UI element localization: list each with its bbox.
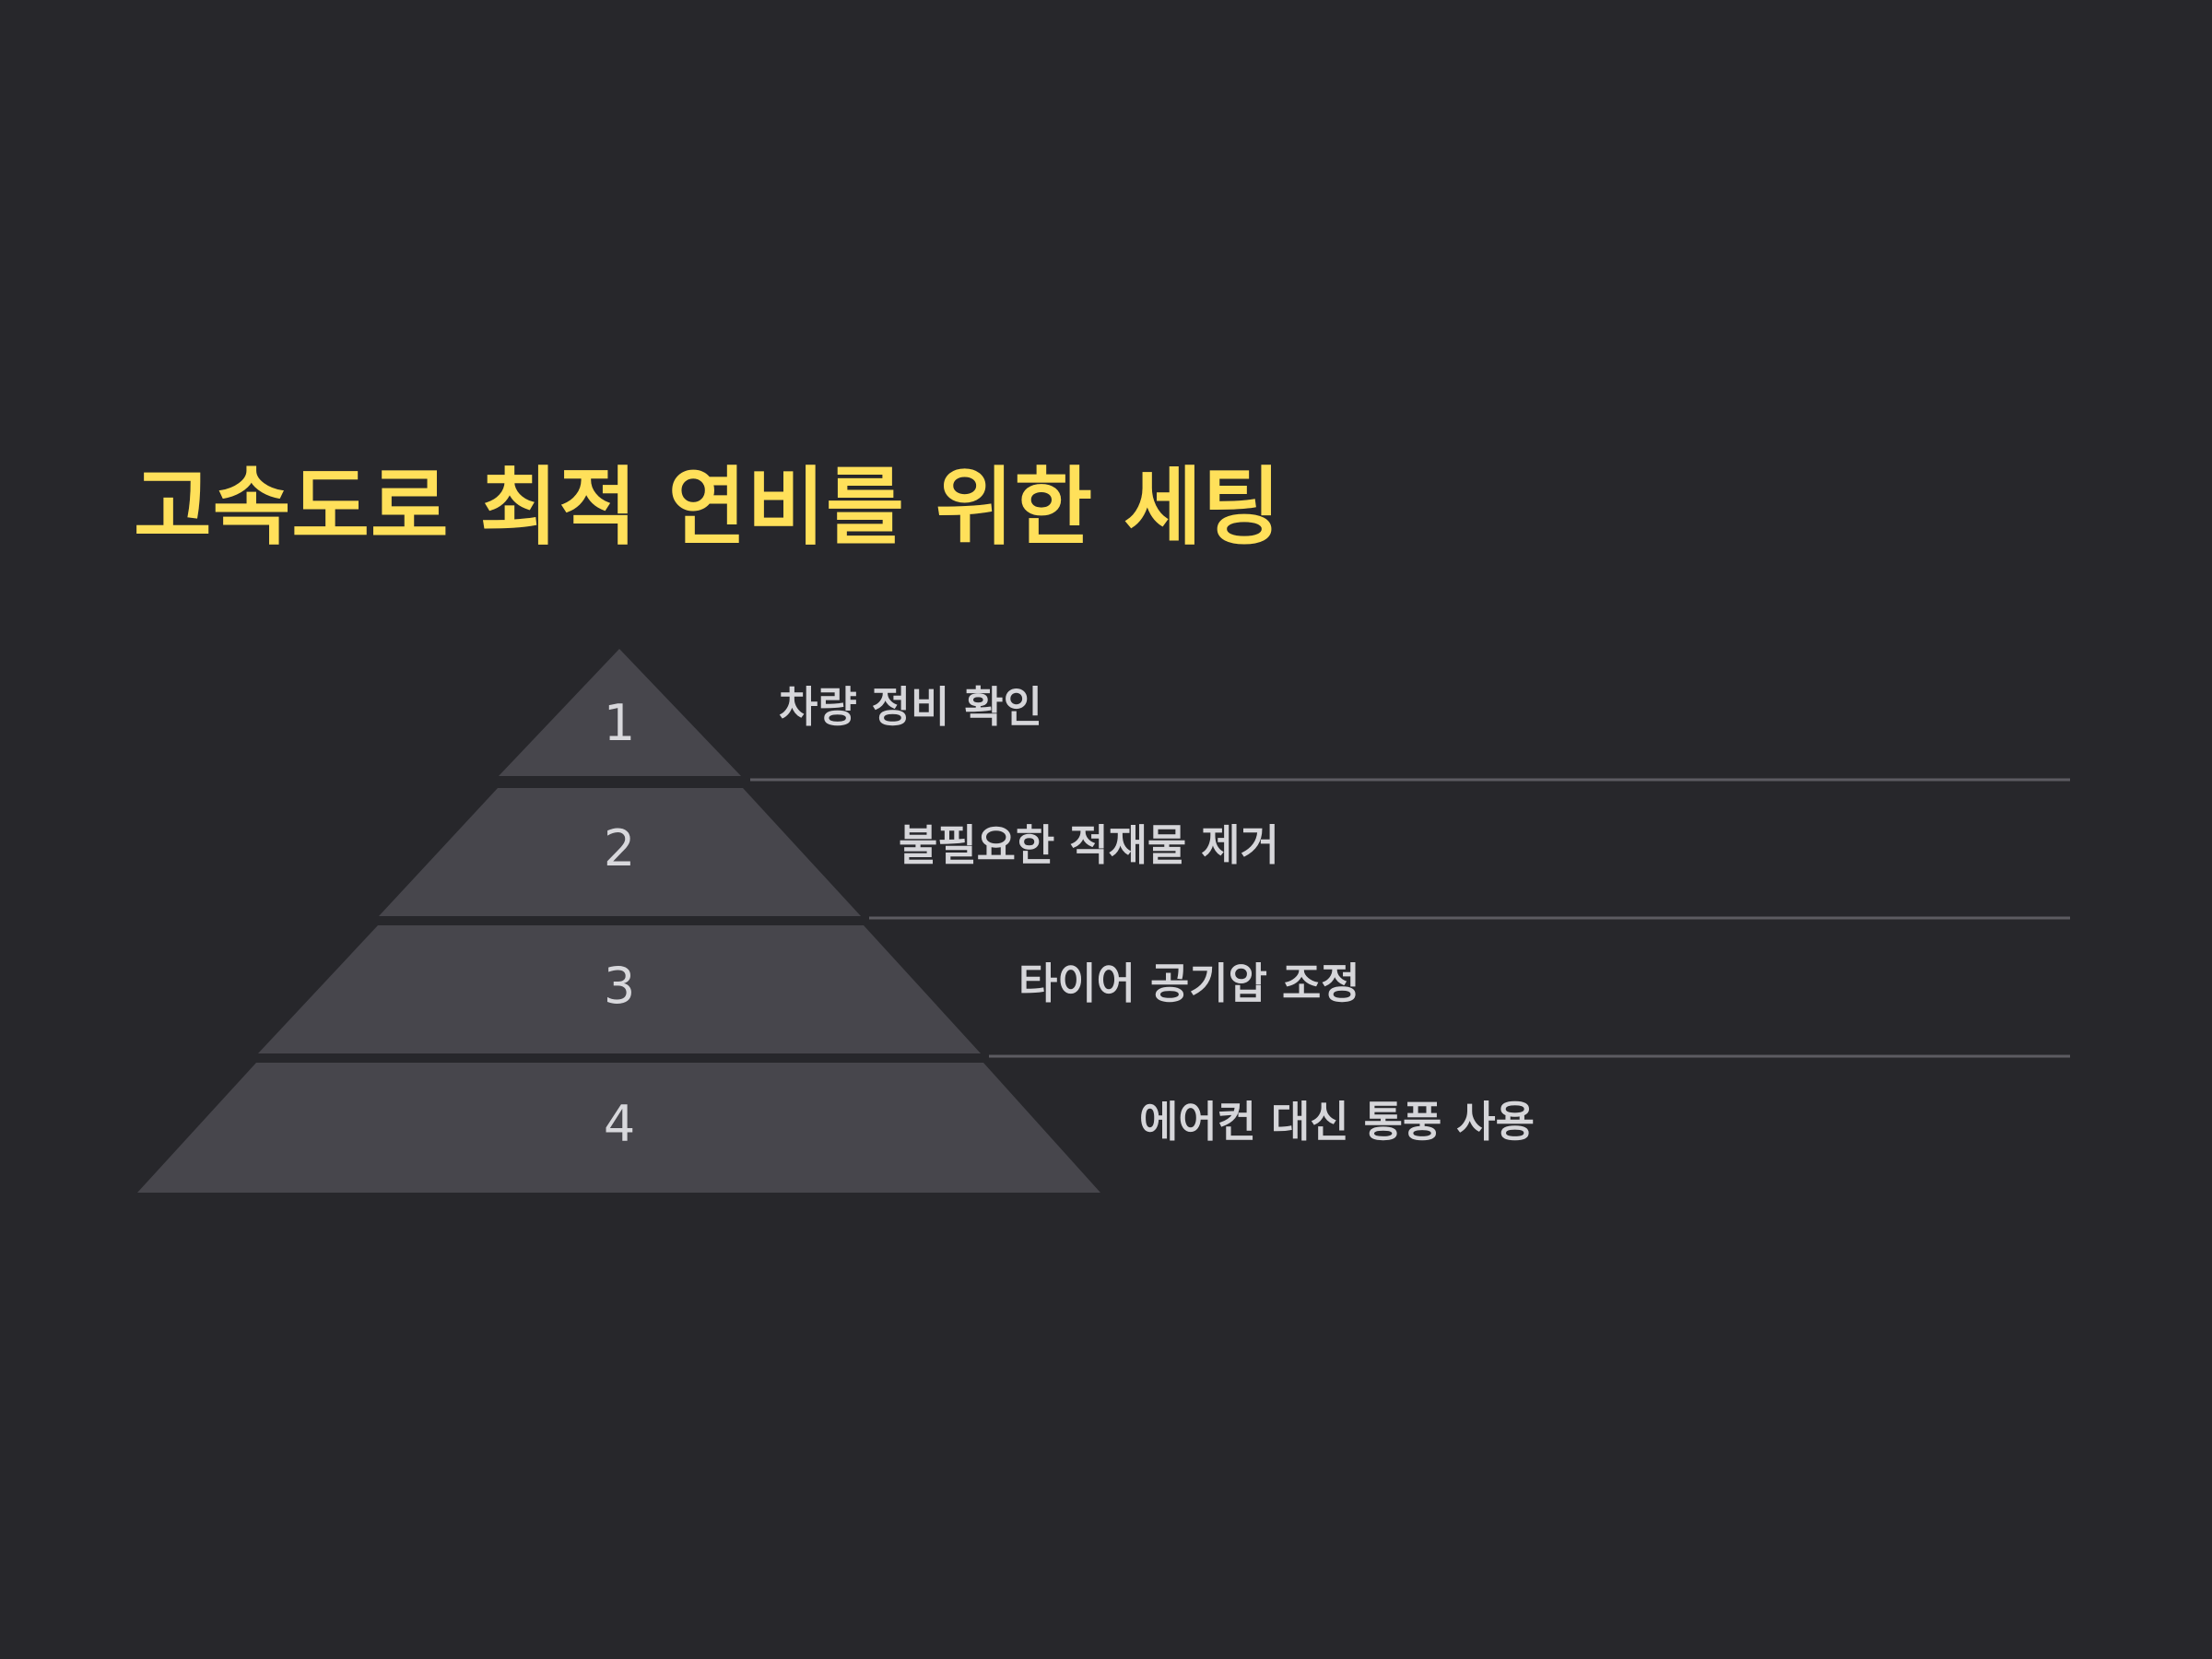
tier-number-3: 3	[603, 957, 636, 1015]
tier-label-4: 에어컨 대신 통풍 사용	[1139, 1097, 1535, 1147]
tier-number-2: 2	[603, 819, 636, 877]
tier-label-1: 차량 정비 확인	[779, 682, 1042, 732]
tier-number-1: 1	[603, 694, 636, 752]
pyramid-tier-4	[137, 1063, 1100, 1193]
slide-title: 고속도로 최적 연비를 위한 세팅	[134, 458, 1282, 557]
pyramid-tier-1	[499, 649, 741, 776]
pyramid-tier-3	[258, 925, 981, 1053]
tier-number-4: 4	[603, 1095, 636, 1153]
tier-label-3: 타이어 공기압 조정	[1018, 959, 1360, 1008]
pyramid-tier-2	[379, 788, 861, 916]
tier-label-2: 불필요한 적재물 제거	[899, 820, 1279, 870]
